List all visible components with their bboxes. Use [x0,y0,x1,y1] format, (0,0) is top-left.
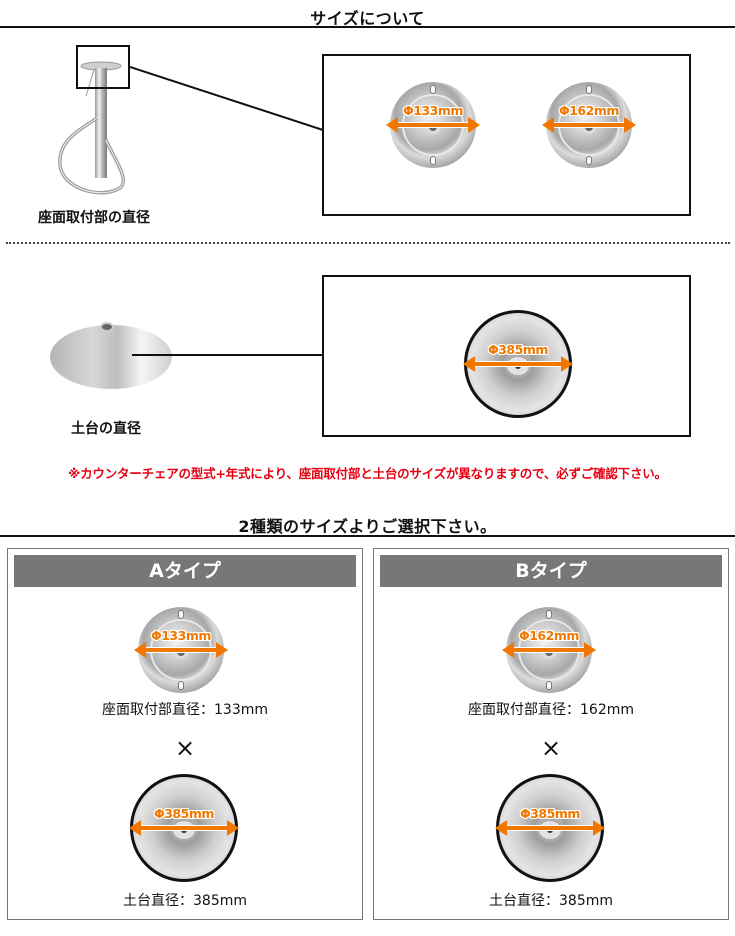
seat-mount-highlight-box [76,45,130,89]
base-caption: 土台の直径 [71,421,141,437]
base-dim-label-385: Φ385mm [488,342,548,357]
type-b-card[interactable]: Bタイプ Φ162mm 座面取付部直径：162mm × Φ385mm 土台直径：… [373,548,729,920]
section-title-rule [0,26,735,28]
type-a-base-disc-image: Φ385mm [129,774,239,882]
seat-plate-162-image: Φ162mm [542,82,636,168]
seat-mount-callout: Φ133mm Φ162mm [322,54,691,216]
type-b-base-text: 土台直径：385mm [489,893,613,909]
type-a-header: Aタイプ [14,555,356,587]
type-a-card[interactable]: Aタイプ Φ133mm 座面取付部直径：133mm × Φ385mm 土台直径：… [7,548,363,920]
type-b-base-disc-image: Φ385mm [495,774,605,882]
type-a-base-text: 土台直径：385mm [123,893,247,909]
seat-mount-connector-line [130,66,324,131]
section-title-size: サイズについて [310,9,425,28]
type-a-base-dim-label: Φ385mm [154,806,214,821]
base-disc-385-image: Φ385mm [463,310,573,418]
type-a-seat-text: 座面取付部直径：133mm [102,702,268,718]
base-callout: Φ385mm [322,275,691,437]
base-cone-illustration [50,322,172,389]
type-b-seat-plate-image: Φ162mm [502,607,596,693]
type-b-seat-dim-label: Φ162mm [519,628,579,643]
times-icon: × [174,734,196,762]
type-a-seat-dim-label: Φ133mm [151,628,211,643]
seat-mount-caption: 座面取付部の直径 [38,210,150,226]
type-b-seat-text: 座面取付部直径：162mm [468,702,634,718]
type-b-header: Bタイプ [380,555,722,587]
size-notice: ※カウンターチェアの型式+年式により、座面取付部と土台のサイズが異なりますので、… [68,466,667,481]
section-title-select-rule [0,535,735,537]
dotted-divider [6,242,730,244]
stool-illustration [58,61,126,195]
type-b-base-dim-label: Φ385mm [520,806,580,821]
type-a-seat-plate-image: Φ133mm [134,607,228,693]
seat-dim-label-162: Φ162mm [559,103,619,118]
times-icon: × [540,734,562,762]
section-title-select: 2種類のサイズよりご選択下さい。 [238,517,497,536]
seat-plate-133-image: Φ133mm [386,82,480,168]
seat-dim-label-133: Φ133mm [403,103,463,118]
base-connector-line [132,354,324,356]
